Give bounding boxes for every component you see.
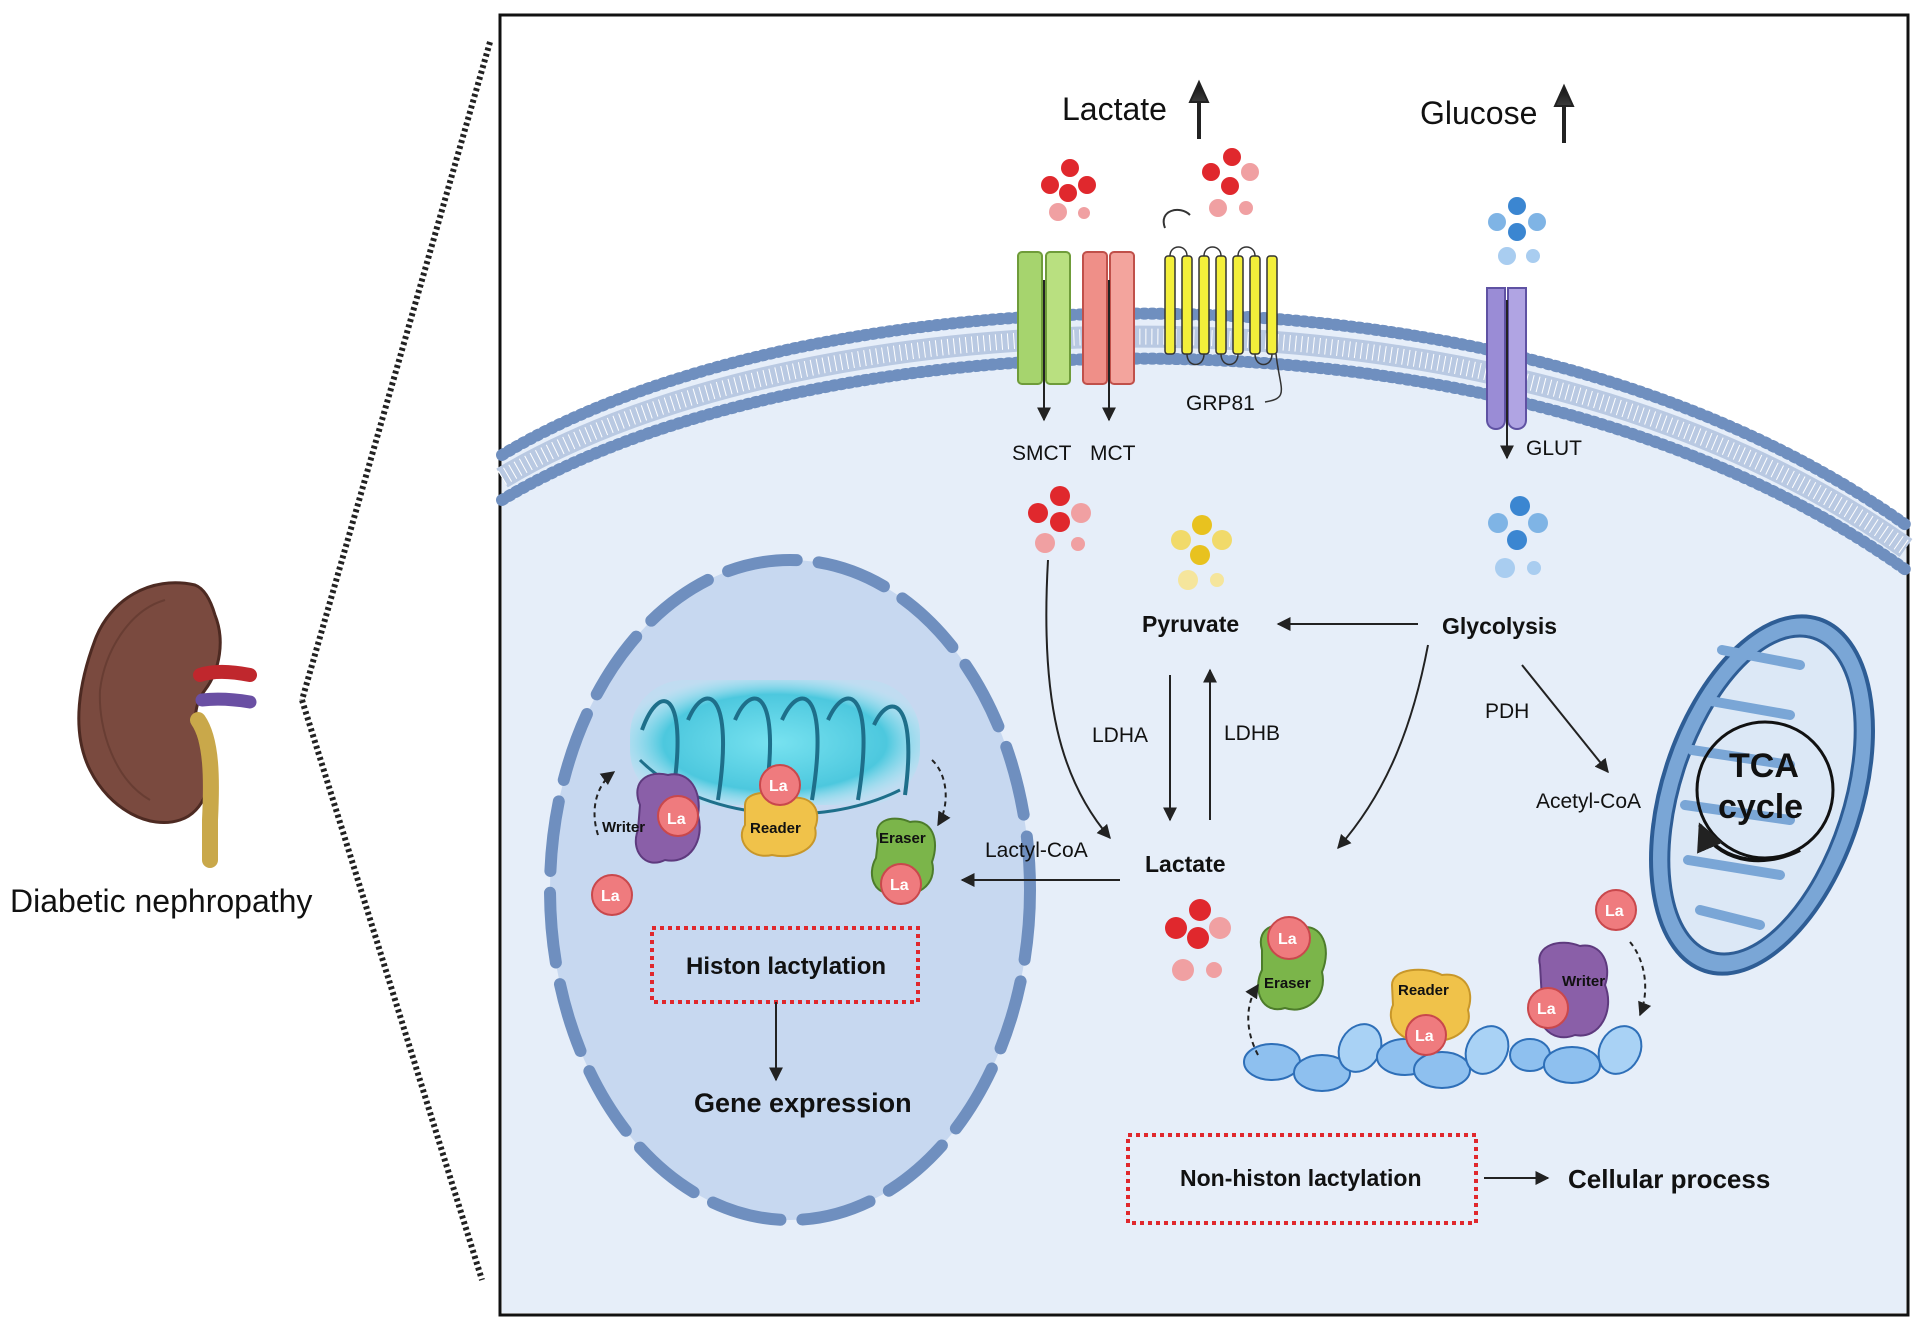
uptake-to-lactate-arrow: [1045, 559, 1111, 840]
non-histone-lactylation-box: [1126, 1133, 1478, 1225]
cyto-eraser-cycle-arrow-icon: [1245, 983, 1259, 1056]
mct-transporter-icon: [1082, 251, 1135, 422]
glucose-increase-label: Glucose: [1420, 95, 1537, 131]
tca-cycle-arrow-icon: [1697, 822, 1801, 863]
writer-cycle-arrow-icon: [593, 771, 616, 836]
ldhb-label: LDHB: [1224, 722, 1280, 745]
tca-label-line2: cycle: [1718, 788, 1803, 826]
histone-lactylation-label: Histon lactylation: [686, 953, 886, 980]
reader-enzyme-icon: [1389, 968, 1472, 1056]
cyto-reader-label: Reader: [1398, 982, 1449, 999]
kidney-caption: Diabetic nephropathy: [10, 883, 312, 919]
lactate-molecule-icon: [1028, 486, 1091, 553]
lactate-up-arrow-icon: [1188, 79, 1210, 139]
eraser-cycle-arrow-icon: [931, 759, 951, 827]
cyto-writer-label: Writer: [1562, 973, 1605, 990]
acetyl-coa-label: Acetyl-CoA: [1536, 790, 1641, 813]
cyto-eraser-label: Eraser: [1264, 975, 1311, 992]
cell-membrane: [496, 307, 1913, 576]
cyto-writer-cycle-arrow-icon: [1629, 941, 1652, 1017]
lactate-molecule-icon: [1165, 899, 1231, 981]
cyto-la-eraser-label: La: [1278, 931, 1297, 948]
gene-expression-label: Gene expression: [694, 1088, 912, 1118]
nucleus-writer-label: Writer: [602, 819, 645, 836]
zoom-indicator-lines: [299, 41, 493, 1281]
free-lactyl-group-icon: [1595, 889, 1637, 931]
smct-transporter-icon: [1017, 251, 1071, 422]
nucleus-reader-label: Reader: [750, 820, 801, 837]
pdh-label: PDH: [1485, 700, 1529, 723]
glucose-up-arrow-icon: [1553, 83, 1575, 143]
protein-chain-icon: [1243, 1023, 1643, 1092]
mitochondrion-icon: [1649, 614, 1875, 976]
cyto-la-writer-label: La: [1537, 1001, 1556, 1018]
free-lactyl-group-icon: [591, 874, 633, 916]
lactate-molecule-icon: [1041, 159, 1096, 221]
nucleus-eraser-label: Eraser: [879, 830, 926, 847]
writer-enzyme-icon: [634, 772, 701, 864]
glucose-molecule-icon: [1488, 197, 1546, 265]
lactate-increase-label: Lactate: [1062, 91, 1167, 127]
nucleus-la-writer-label: La: [667, 811, 686, 828]
pyruvate-molecule-icon: [1171, 515, 1232, 590]
eraser-enzyme-icon: [871, 817, 936, 905]
histone-lactylation-box: [650, 926, 920, 1004]
pdh-arrow: [1521, 664, 1609, 774]
glut-label: GLUT: [1526, 437, 1582, 460]
ldha-label: LDHA: [1092, 724, 1148, 747]
glucose-molecule-icon: [1488, 496, 1548, 578]
intracellular-lactate-label: Lactate: [1145, 851, 1226, 877]
cyto-la-reader-label: La: [1415, 1028, 1434, 1045]
grp81-receptor-icon: [1162, 208, 1283, 403]
grp81-label: GRP81: [1186, 392, 1255, 415]
cyto-la-free-label: La: [1605, 903, 1624, 920]
cellular-process-label: Cellular process: [1568, 1164, 1770, 1194]
nucleus-la-eraser-label: La: [890, 877, 909, 894]
kidney-illustration: [77, 581, 257, 868]
lactate-molecule-icon: [1202, 148, 1259, 217]
tca-label-line1: TCA: [1729, 747, 1799, 785]
glut-transporter-icon: [1486, 287, 1527, 460]
writer-enzyme-icon: [1527, 941, 1610, 1039]
nucleus-la-reader-label: La: [769, 778, 788, 795]
lactyl-coa-label: Lactyl-CoA: [985, 839, 1088, 862]
mct-label: MCT: [1090, 442, 1136, 465]
reader-enzyme-icon: [740, 764, 819, 858]
glycolysis-label: Glycolysis: [1442, 613, 1557, 639]
pyruvate-label: Pyruvate: [1142, 611, 1239, 637]
nucleus-la-free-label: La: [601, 888, 620, 905]
glycolysis-to-cytoplasm-arrow: [1337, 644, 1429, 850]
eraser-enzyme-icon: [1257, 916, 1327, 1011]
smct-label: SMCT: [1012, 442, 1072, 465]
non-histone-lactylation-label: Non-histon lactylation: [1180, 1165, 1422, 1191]
